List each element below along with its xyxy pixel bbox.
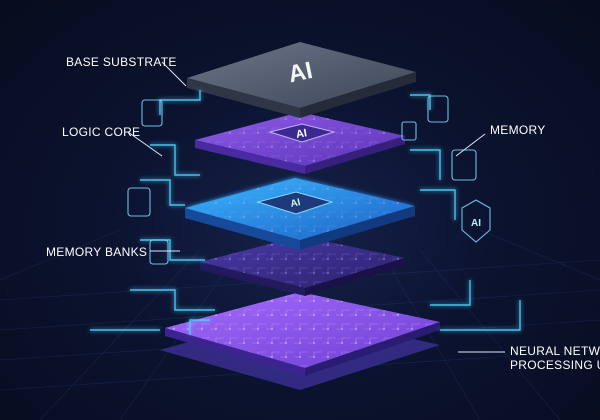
chip-mark-second: AI	[295, 127, 308, 141]
shield-ai-mark: AI	[471, 218, 481, 229]
base-substrate-plate: AI	[187, 42, 416, 118]
logic-core-layer: AI	[195, 112, 405, 174]
chip-icon-left-low	[149, 239, 169, 265]
label-base-substrate: BASE SUBSTRATE	[66, 55, 177, 69]
label-memory: MEMORY	[490, 123, 546, 137]
leader-lines	[127, 61, 505, 353]
label-logic-core: LOGIC CORE	[62, 125, 141, 139]
chip-mark-top: AI	[286, 57, 315, 88]
chip-icon-left-top	[141, 99, 163, 127]
memory-banks-layer	[200, 236, 405, 296]
small-chip-icon	[401, 121, 417, 141]
document-icon	[427, 95, 449, 123]
memory-layer: AI	[185, 178, 415, 250]
base-layer	[160, 292, 440, 390]
chip-mark-third: AI	[289, 197, 301, 210]
label-memory-banks: MEMORY BANKS	[46, 245, 148, 259]
chip-icon-left-mid	[127, 187, 151, 217]
label-neural-line1: NEURAL NETWOR	[510, 344, 600, 358]
processor-icon	[451, 149, 477, 181]
label-neural-line2: PROCESSING UN	[510, 358, 600, 372]
side-icons	[127, 95, 491, 265]
circuit-traces	[90, 90, 521, 335]
ai-shield-icon	[461, 199, 491, 243]
